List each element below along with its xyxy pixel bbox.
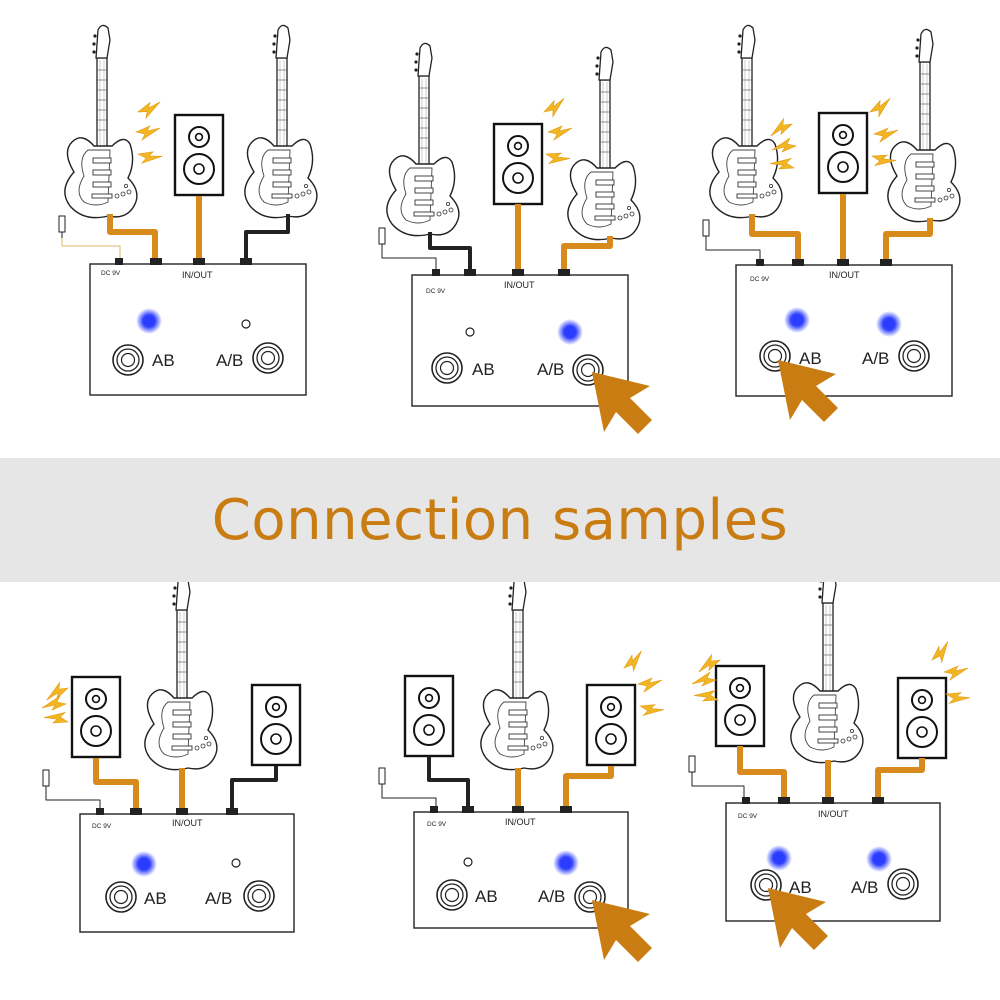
power-plug-icon: [378, 767, 386, 791]
led-right-off: [231, 858, 241, 868]
dc-label: DC 9V: [426, 288, 446, 295]
cursor-pointer-icon: [592, 372, 652, 434]
in-out-label: IN/OUT: [505, 817, 536, 827]
in-out-label: IN/OUT: [172, 818, 203, 828]
footswitch-ab[interactable]: [436, 879, 468, 911]
banner-title: Connection samples: [211, 487, 789, 553]
ab-label: AB: [152, 351, 175, 370]
guitar-icon: [244, 24, 318, 219]
diagram-bottom-2: DC 9V IN/OUT AB A/B: [378, 576, 665, 962]
footswitch-a-slash-b[interactable]: [252, 342, 284, 374]
power-plug-icon: [702, 219, 710, 243]
footswitch-a-slash-b[interactable]: [898, 340, 930, 372]
guitar-icon: [64, 24, 138, 219]
speaker-icon: [492, 122, 544, 206]
cables: [691, 746, 925, 802]
dc-label: DC 9V: [738, 813, 758, 820]
diagram-top-1: DC 9V IN/OUT AB A/B: [58, 24, 318, 396]
footswitch-ab[interactable]: [431, 352, 463, 384]
a-slash-b-label: A/B: [216, 351, 243, 370]
lightning-icon: [135, 99, 164, 169]
cursor-pointer-icon: [592, 900, 652, 962]
dc-label: DC 9V: [427, 821, 447, 828]
led-left-off: [463, 857, 473, 867]
power-plug-icon: [378, 227, 386, 251]
diagram-bottom-3: DC 9V IN/OUT AB A/B: [688, 569, 971, 950]
title-banner: Connection samples: [0, 458, 1000, 582]
speaker-icon: [70, 675, 122, 759]
footswitch-ab[interactable]: [105, 881, 137, 913]
in-out-label: IN/OUT: [182, 270, 213, 280]
jacks: [115, 258, 252, 265]
diagram-top-3: DC 9V IN/OUT AB A/B: [702, 24, 961, 422]
footswitch-a-slash-b[interactable]: [887, 868, 919, 900]
led-right-off: [241, 319, 251, 329]
footswitch-ab[interactable]: [112, 344, 144, 376]
ab-label: AB: [472, 360, 495, 379]
switch-box: [725, 802, 941, 922]
cables: [381, 756, 614, 812]
jacks: [430, 806, 572, 813]
led-left-off: [465, 327, 475, 337]
speaker-icon: [817, 111, 869, 195]
a-slash-b-label: A/B: [538, 887, 565, 906]
diagram-bottom-1: DC 9V IN/OUT AB A/B: [41, 576, 302, 933]
in-out-label: IN/OUT: [829, 270, 860, 280]
speaker-icon: [403, 674, 455, 758]
dc-label: DC 9V: [92, 823, 112, 830]
ab-label: AB: [475, 887, 498, 906]
jacks: [432, 269, 570, 276]
a-slash-b-label: A/B: [205, 889, 232, 908]
power-plug-icon: [42, 769, 50, 793]
cables: [381, 204, 613, 274]
lightning-icon: [41, 680, 72, 728]
speaker-icon: [714, 664, 766, 748]
guitar-icon: [887, 28, 961, 223]
speaker-icon: [173, 113, 225, 197]
lightning-icon: [541, 96, 573, 171]
guitar-icon: [144, 576, 218, 771]
dc-label: DC 9V: [101, 270, 121, 277]
switch-box: [735, 264, 953, 397]
guitar-icon: [567, 46, 641, 241]
switch-box: [89, 263, 307, 396]
a-slash-b-label: A/B: [862, 349, 889, 368]
dc-label: DC 9V: [750, 276, 770, 283]
footswitch-a-slash-b[interactable]: [243, 880, 275, 912]
a-slash-b-label: A/B: [537, 360, 564, 379]
in-out-label: IN/OUT: [818, 809, 849, 819]
cables: [45, 758, 278, 812]
guitar-icon: [709, 24, 783, 219]
switch-box: [79, 813, 295, 933]
diagram-top-2: DC 9V IN/OUT AB A/B: [378, 42, 652, 434]
power-plug-icon: [58, 215, 66, 239]
speaker-icon: [250, 683, 302, 767]
guitar-icon: [386, 42, 460, 237]
jacks: [756, 259, 892, 266]
guitar-icon: [480, 576, 554, 771]
ab-label: AB: [789, 878, 812, 897]
power-plug-icon: [688, 755, 696, 779]
in-out-label: IN/OUT: [504, 280, 535, 290]
ab-label: AB: [144, 889, 167, 908]
speaker-icon: [585, 683, 637, 767]
a-slash-b-label: A/B: [851, 878, 878, 897]
speaker-icon: [896, 676, 948, 760]
ab-label: AB: [799, 349, 822, 368]
guitar-icon: [790, 569, 864, 764]
jacks: [742, 797, 884, 804]
jacks: [96, 808, 238, 815]
